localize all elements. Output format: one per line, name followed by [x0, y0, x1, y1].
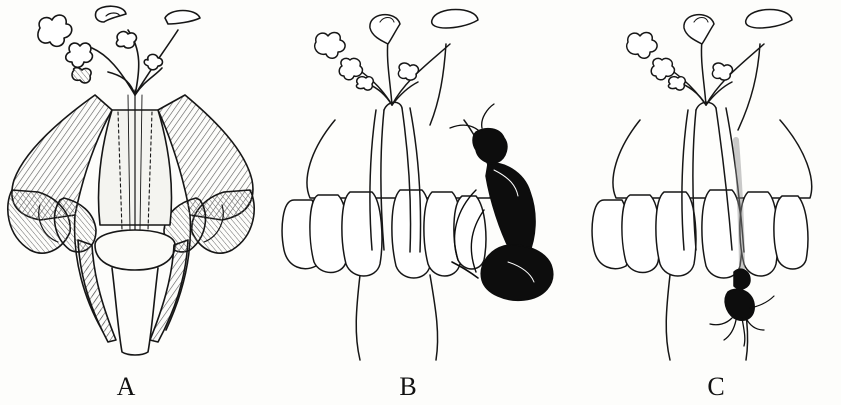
- stamens-c: [627, 10, 792, 131]
- stamens-b: [315, 10, 478, 126]
- flower-bell-b: [307, 120, 492, 198]
- panel-b: B: [280, 0, 560, 405]
- insect-fragments-c: [710, 269, 774, 346]
- panel-label-a: A: [96, 372, 156, 402]
- panel-a: A: [0, 0, 280, 405]
- panel-label-b: B: [378, 372, 438, 402]
- stalk-b: [356, 275, 437, 360]
- flower-bell-c: [613, 120, 812, 198]
- panel-c: C: [560, 0, 841, 405]
- stamens-a: [38, 6, 200, 95]
- flower-a-drawing: [0, 0, 280, 370]
- flower-b-drawing: [280, 0, 560, 370]
- flower-c-drawing: [560, 0, 841, 370]
- petals-c: [592, 190, 808, 278]
- panel-label-c: C: [686, 372, 746, 402]
